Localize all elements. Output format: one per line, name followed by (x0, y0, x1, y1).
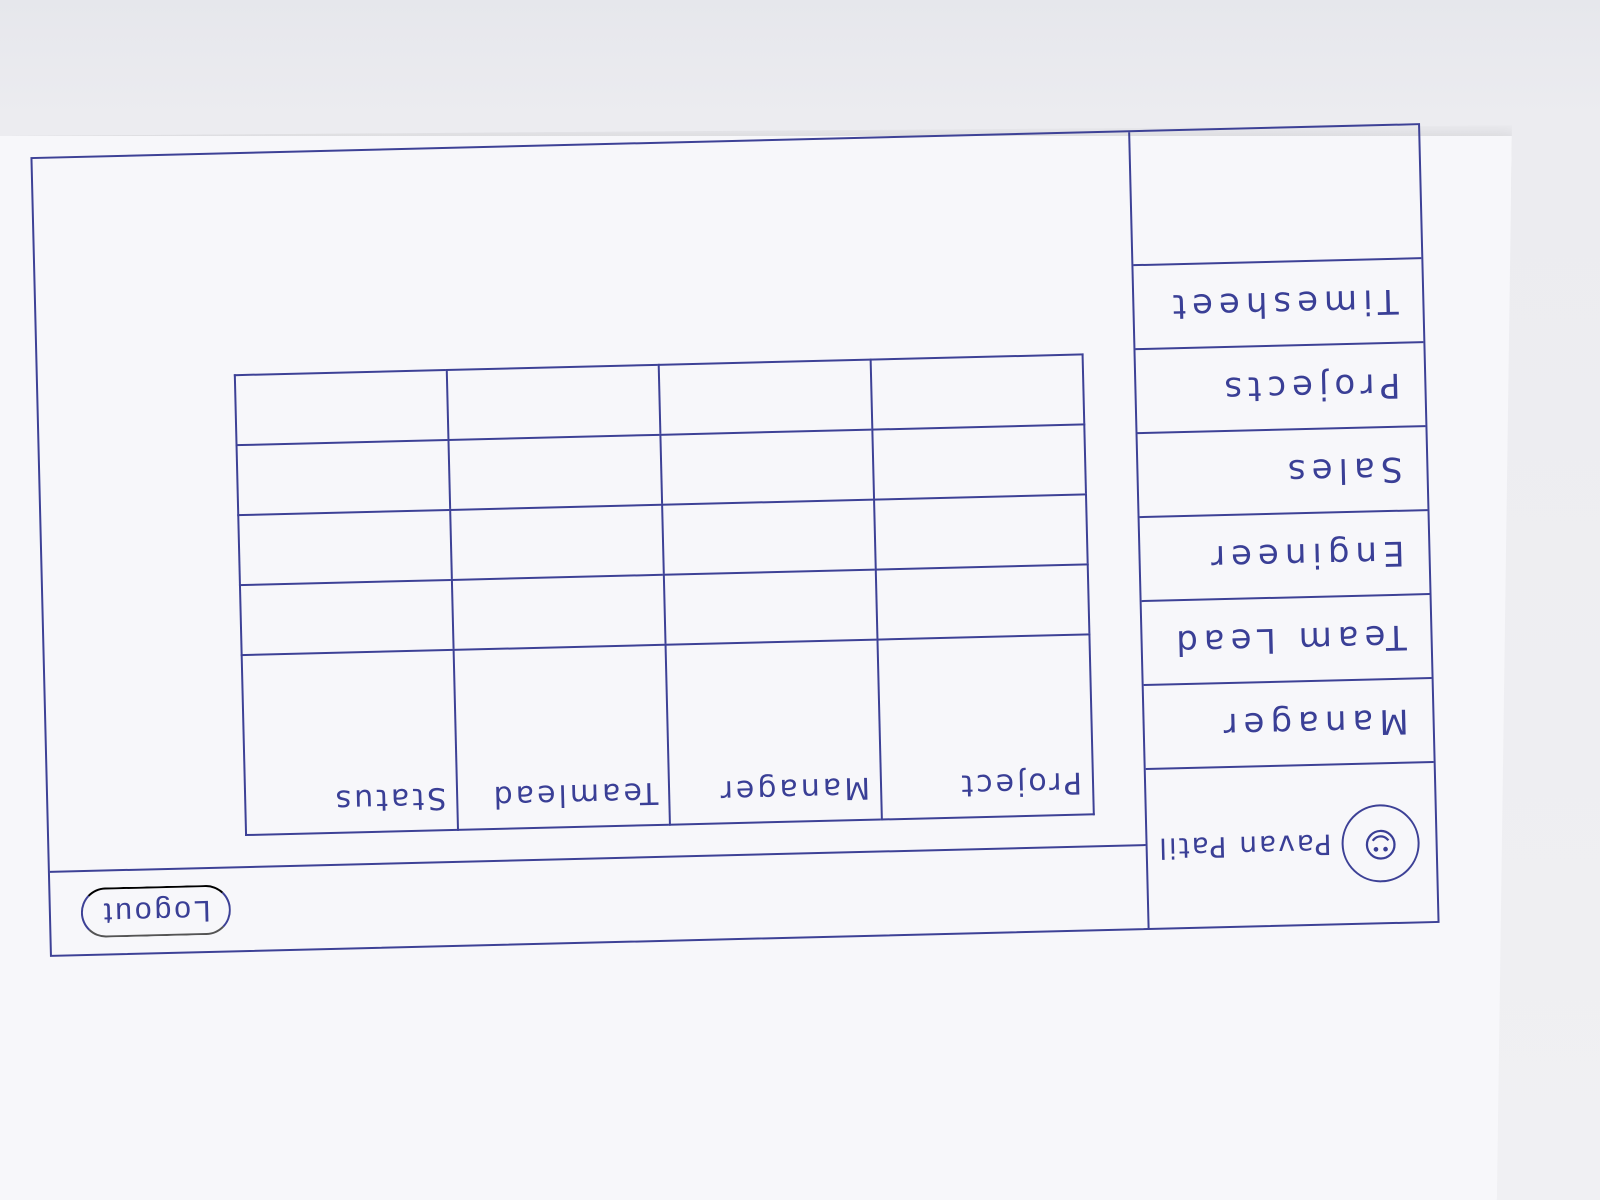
table-cell (446, 364, 661, 440)
column-header-teamlead[interactable]: Teamlead (453, 644, 670, 830)
projects-table: Project Manager Teamlead Status (234, 353, 1095, 836)
table-cell (450, 504, 664, 580)
app-window: ☺ Pavan Patil Manager Team Lead Engineer… (30, 123, 1440, 957)
sidebar-item-label: Engineer (1204, 532, 1405, 578)
table-cell (239, 579, 454, 656)
table-cell (451, 574, 666, 650)
avatar: ☺ (1340, 803, 1421, 884)
sidebar-item-projects[interactable]: Projects (1135, 341, 1426, 433)
sidebar-item-label: Projects (1217, 364, 1401, 410)
table-cell (234, 369, 449, 446)
user-icon: ☺ (1362, 822, 1399, 864)
table-cell (870, 354, 1085, 430)
sidebar-item-manager[interactable]: Manager (1143, 677, 1434, 769)
column-header-manager[interactable]: Manager (665, 639, 882, 825)
sidebar-item-engineer[interactable]: Engineer (1139, 509, 1430, 601)
main-area: Logout Project Manager Teamlead Status (32, 132, 1148, 955)
sidebar-item-label: Sales (1281, 448, 1403, 492)
profile-name: Pavan Patil (1156, 828, 1333, 866)
sidebar-item-label: Manager (1217, 700, 1410, 746)
paper-sheet (0, 136, 1512, 1200)
sidebar-item-label: Team Lead (1169, 616, 1408, 663)
table-cell (448, 434, 663, 510)
column-header-project[interactable]: Project (877, 634, 1094, 820)
table-cell (238, 509, 452, 586)
logout-button[interactable]: Logout (80, 884, 232, 939)
table-cell (875, 564, 1090, 640)
wireframe-sketch: ☺ Pavan Patil Manager Team Lead Engineer… (30, 123, 1440, 957)
sidebar-item-timesheet[interactable]: Timesheet (1133, 257, 1424, 349)
sidebar-item-sales[interactable]: Sales (1137, 425, 1428, 517)
sidebar: ☺ Pavan Patil Manager Team Lead Engineer… (1128, 125, 1438, 929)
table-cell (236, 439, 451, 516)
table-cell (662, 499, 876, 575)
table-cell (658, 359, 873, 435)
content-area: Project Manager Teamlead Status (32, 132, 1145, 871)
table-cell (660, 429, 875, 505)
table-cell (874, 494, 1088, 570)
user-profile[interactable]: ☺ Pavan Patil (1145, 760, 1438, 928)
table-cell (872, 424, 1086, 500)
sidebar-spacer (1130, 125, 1421, 264)
sidebar-item-label: Timesheet (1166, 280, 1399, 327)
column-header-status[interactable]: Status (241, 649, 458, 836)
sidebar-item-team-lead[interactable]: Team Lead (1141, 593, 1432, 685)
table-cell (663, 569, 878, 645)
table-header-row: Project Manager Teamlead Status (241, 634, 1094, 836)
